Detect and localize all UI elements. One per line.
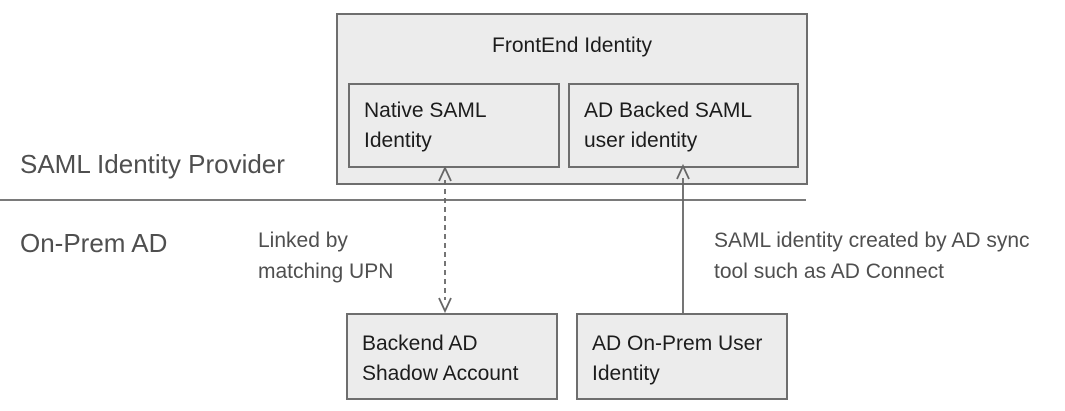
ad-backed-saml-identity-box: AD Backed SAML user identity [568,83,799,168]
solid-ad-sync-arrow [676,163,690,313]
frontend-identity-box: FrontEnd Identity Native SAML Identity A… [336,13,808,185]
ad-sync-note-label: SAML identity created by AD sync tool su… [714,229,1030,283]
zone-label-saml-identity-provider: SAML Identity Provider [20,149,285,179]
zone-label-on-prem-ad: On-Prem AD [20,228,168,258]
zone-divider-line [0,199,806,201]
linked-by-matching-upn-label: Linked by matching UPN [258,229,394,283]
dashed-upn-link-arrow [438,165,452,314]
ad-on-prem-user-identity-box: AD On-Prem User Identity [576,313,788,400]
backend-ad-shadow-account-box: Backend AD Shadow Account [346,313,558,400]
native-saml-identity-box: Native SAML Identity [348,83,560,168]
frontend-identity-title: FrontEnd Identity [492,34,652,57]
